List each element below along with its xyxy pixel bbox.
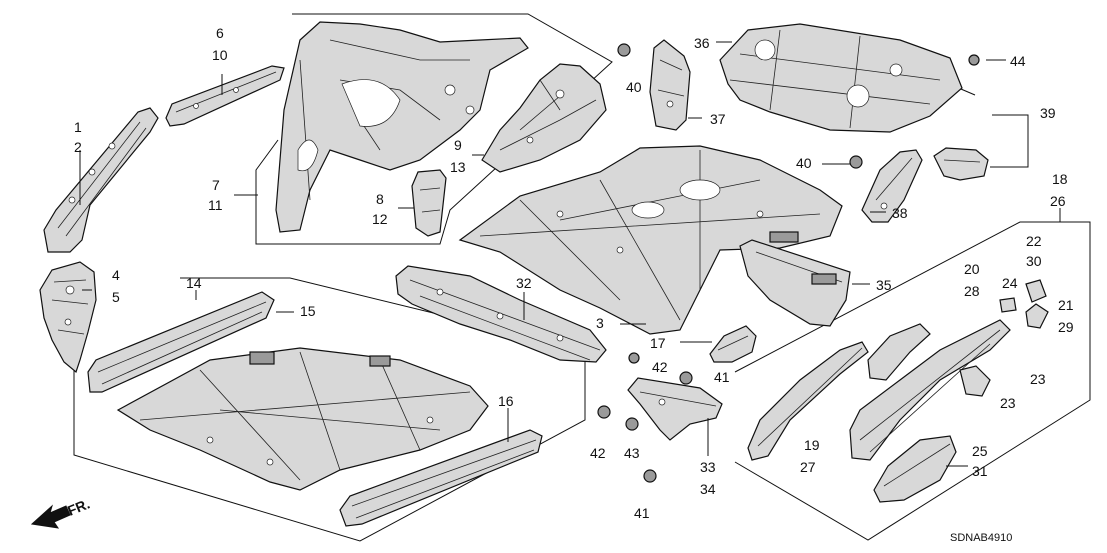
front-pillar-part	[43, 107, 159, 253]
callout-label: 7	[212, 177, 220, 193]
callout-label: 41	[634, 505, 650, 521]
group-outline-rear-frame	[734, 221, 1091, 541]
front-direction-arrow: FR.	[30, 495, 92, 529]
callout-label: 42	[652, 359, 668, 375]
leader-lines	[79, 41, 1061, 467]
callout-label: 36	[694, 35, 710, 51]
callout-label: 23	[1000, 395, 1016, 411]
roof-rail-part	[165, 65, 285, 127]
bolt-41-icon	[679, 371, 693, 385]
callout-label: 17	[650, 335, 666, 351]
callout-label: 24	[1002, 275, 1018, 291]
callout-label: 21	[1058, 297, 1074, 313]
callout-label: 2	[74, 139, 82, 155]
callout-label: 38	[892, 205, 908, 221]
callout-label: 30	[1026, 253, 1042, 269]
wheel-housing-part	[481, 63, 607, 173]
floor-beam-part	[395, 265, 607, 363]
group-outline-inner-panel	[255, 13, 613, 245]
callout-label: 44	[1010, 53, 1026, 69]
callout-labels: 1 2 4 5 6 10 7 11 8 12 9 13 14 15 16 3 1…	[74, 25, 1074, 521]
rear-frame-parts	[747, 279, 1049, 503]
rear-floor-part	[458, 145, 843, 335]
rear-inner-panel-part	[275, 21, 529, 233]
callout-label: 31	[972, 463, 988, 479]
callout-label: 33	[700, 459, 716, 475]
callout-label: 10	[212, 47, 228, 63]
callout-label: 37	[710, 111, 726, 127]
group-outline-front-floor	[73, 277, 586, 542]
front-inner-panel-part	[39, 261, 97, 374]
callout-label: 39	[1040, 105, 1056, 121]
callout-label: 20	[964, 261, 980, 277]
front-direction-label: FR.	[65, 495, 92, 518]
bolt-40b-icon	[849, 155, 863, 169]
small-bracket-part	[411, 169, 447, 237]
bracket-39-part	[933, 147, 989, 181]
side-sill-part	[87, 291, 275, 393]
callout-label: 1	[74, 119, 82, 135]
callout-label: 3	[596, 315, 604, 331]
callout-label: 43	[624, 445, 640, 461]
callout-label: 13	[450, 159, 466, 175]
callout-label: 23	[1030, 371, 1046, 387]
parts	[39, 21, 1049, 527]
callout-label: 27	[800, 459, 816, 475]
callout-label: 8	[376, 191, 384, 207]
callout-label: 35	[876, 277, 892, 293]
callout-label: 22	[1026, 233, 1042, 249]
callout-label: 15	[300, 303, 316, 319]
callout-label: 25	[972, 443, 988, 459]
callout-label: 41	[714, 369, 730, 385]
callout-label: 12	[372, 211, 388, 227]
bolt-40-icon	[617, 43, 631, 57]
floor-patch-part	[709, 325, 757, 363]
callout-label: 40	[796, 155, 812, 171]
front-floor-part	[116, 347, 489, 491]
callout-label: 4	[112, 267, 120, 283]
callout-label: 18	[1052, 171, 1068, 187]
callout-label: 5	[112, 289, 120, 305]
callout-label: 11	[208, 197, 223, 213]
floor-support-part	[627, 377, 723, 441]
rear-tray-part	[719, 23, 963, 133]
callout-label: 40	[626, 79, 642, 95]
bolt-42b-icon	[597, 405, 611, 419]
callout-label: 6	[216, 25, 224, 41]
callout-label: 16	[498, 393, 514, 409]
callout-label: 26	[1050, 193, 1066, 209]
group-outline-bracket-39	[990, 114, 1029, 168]
callout-label: 34	[700, 481, 716, 497]
cross-member-part	[739, 231, 851, 327]
rear-bracket-38-part	[861, 149, 923, 223]
side-sill-16-part	[339, 429, 543, 527]
diagram-code: SDNAB4910	[950, 532, 1012, 544]
callout-label: 29	[1058, 319, 1074, 335]
callout-label: 32	[516, 275, 532, 291]
callout-label: 9	[454, 137, 462, 153]
bolt-41b-icon	[643, 469, 657, 483]
callout-label: 28	[964, 283, 980, 299]
callout-label: 42	[590, 445, 606, 461]
callout-label: 14	[186, 275, 202, 291]
bolt-44-icon	[968, 54, 980, 66]
bolt-43-icon	[625, 417, 639, 431]
rear-bracket-37-part	[649, 39, 691, 131]
bolt-42-icon	[628, 352, 640, 364]
fasteners	[597, 43, 980, 483]
callout-label: 19	[804, 437, 820, 453]
front-direction-arrow-icon	[30, 504, 71, 529]
